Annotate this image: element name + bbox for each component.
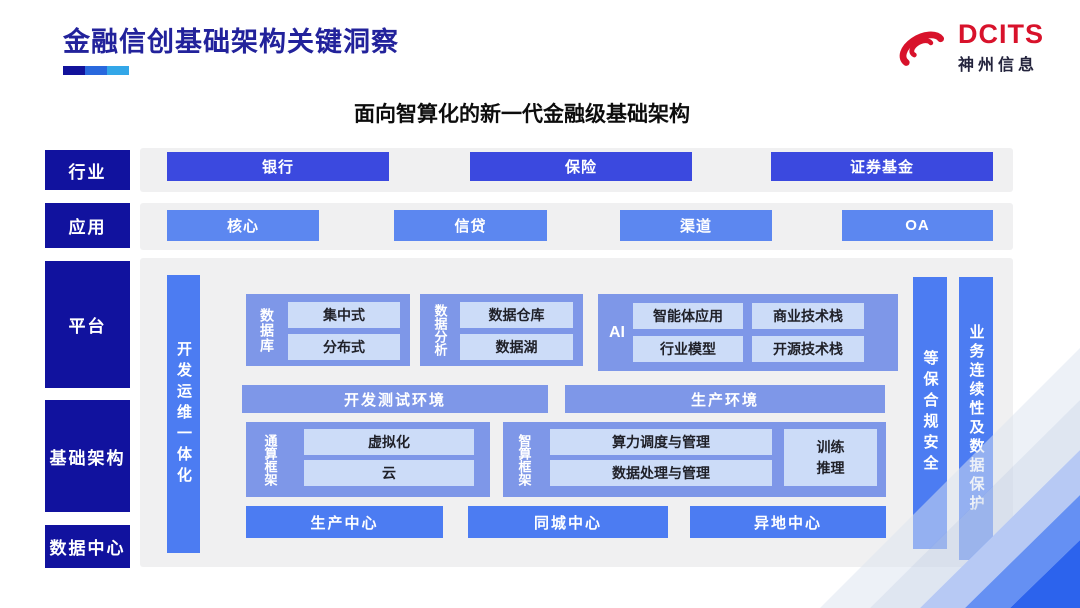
- layer-label-application: 应用: [45, 203, 130, 248]
- intelligent-item-compute-scheduling: 算力调度与管理: [550, 429, 772, 455]
- general-framework-group: 通算框架 虚拟化 云: [246, 422, 490, 497]
- training-inference-label: 训练推理: [816, 439, 845, 476]
- general-item-virtualization: 虚拟化: [304, 429, 474, 455]
- analytics-group: 数据分析 数据仓库 数据湖: [420, 294, 583, 366]
- analytics-group-label: 数据分析: [432, 304, 448, 356]
- industry-item-insurance: 保险: [470, 152, 692, 181]
- devops-bar-label: 开发运维一体化: [175, 340, 192, 488]
- devops-bar: 开发运维一体化: [167, 275, 200, 553]
- app-item-credit: 信贷: [394, 210, 547, 241]
- layer-label-platform: 平台: [45, 261, 130, 388]
- security-compliance-bar: 等保合规安全: [913, 277, 947, 549]
- industry-item-securities: 证券基金: [771, 152, 993, 181]
- database-item-distributed: 分布式: [288, 334, 400, 360]
- underline-segment-dark: [63, 66, 85, 75]
- center-same-city: 同城中心: [468, 506, 668, 538]
- business-continuity-label: 业务连续性及数据保护: [967, 323, 985, 514]
- logo-brand-text: DCITS: [958, 19, 1044, 49]
- underline-segment-mid: [85, 66, 107, 75]
- page-title: 金融信创基础架构关键洞察: [63, 27, 399, 57]
- logo-company-text: 神州信息: [958, 57, 1039, 75]
- ai-item-commercial-stack: 商业技术栈: [752, 303, 864, 329]
- database-group: 数据库 集中式 分布式: [246, 294, 410, 366]
- company-logo: DCITS 神州信息: [890, 20, 1044, 75]
- ai-item-agent-app: 智能体应用: [633, 303, 743, 329]
- center-production: 生产中心: [246, 506, 443, 538]
- env-production: 生产环境: [565, 385, 885, 413]
- logo-text-block: DCITS 神州信息: [958, 20, 1044, 75]
- general-framework-label-wrap: 通算框架: [246, 422, 294, 497]
- analytics-item-lake: 数据湖: [460, 334, 573, 360]
- intelligent-framework-label-wrap: 智算框架: [503, 422, 545, 497]
- database-item-centralized: 集中式: [288, 302, 400, 328]
- app-item-channel: 渠道: [620, 210, 772, 241]
- layer-label-datacenter: 数据中心: [45, 525, 130, 568]
- underline-segment-light: [107, 66, 129, 75]
- intelligent-framework-label: 智算框架: [516, 433, 532, 486]
- ai-item-opensource-stack: 开源技术栈: [752, 336, 864, 362]
- center-remote: 异地中心: [690, 506, 886, 538]
- intelligent-item-training-inference: 训练推理: [784, 429, 877, 486]
- ai-item-industry-model: 行业模型: [633, 336, 743, 362]
- dcits-swirl-icon: [899, 31, 945, 66]
- database-group-label-wrap: 数据库: [246, 294, 288, 366]
- analytics-group-label-wrap: 数据分析: [420, 294, 460, 366]
- intelligent-item-data-processing: 数据处理与管理: [550, 460, 772, 486]
- ai-group-label: AI: [609, 323, 625, 341]
- app-item-core: 核心: [167, 210, 319, 241]
- ai-group-label-wrap: AI: [602, 294, 632, 371]
- app-item-oa: OA: [842, 210, 993, 241]
- env-dev-test: 开发测试环境: [242, 385, 548, 413]
- ai-group: AI 智能体应用 商业技术栈 行业模型 开源技术栈: [598, 294, 898, 371]
- industry-item-bank: 银行: [167, 152, 389, 181]
- intelligent-framework-group: 智算框架 算力调度与管理 数据处理与管理 训练推理: [503, 422, 886, 497]
- security-compliance-label: 等保合规安全: [921, 350, 939, 476]
- layer-label-infrastructure: 基础架构: [45, 400, 130, 512]
- title-underline: [63, 66, 129, 75]
- analytics-item-warehouse: 数据仓库: [460, 302, 573, 328]
- general-framework-label: 通算框架: [262, 433, 278, 486]
- diagram-title: 面向智算化的新一代金融级基础架构: [354, 103, 690, 126]
- general-item-cloud: 云: [304, 460, 474, 486]
- business-continuity-bar: 业务连续性及数据保护: [959, 277, 993, 560]
- database-group-label: 数据库: [259, 307, 275, 353]
- layer-label-industry: 行业: [45, 150, 130, 190]
